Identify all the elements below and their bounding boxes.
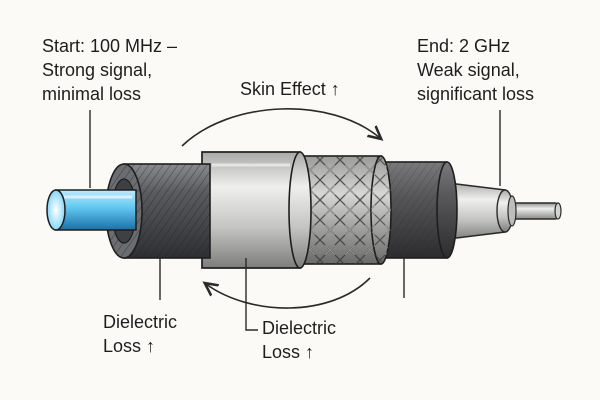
dielectric-left-line1: Dielectric: [103, 312, 178, 332]
leader-dielectric-right: [245, 258, 258, 331]
dielectric-right-line1: Dielectric: [262, 318, 337, 338]
metal-ferrule: [201, 151, 312, 269]
start-label: Start: 100 MHz – Strong signal, minimal …: [42, 34, 177, 106]
dielectric-left-line2: Loss ↑: [103, 336, 156, 356]
end-label-line2: Weak signal,: [417, 60, 520, 80]
start-label-line2: Strong signal,: [42, 60, 153, 80]
connector-pin: [511, 202, 562, 220]
skin-effect-arrow-top: [181, 108, 380, 147]
dielectric-loss-label-right: Dielectric Loss ↑: [262, 316, 336, 364]
end-label-line1: End: 2 GHz: [417, 36, 511, 56]
start-label-line3: minimal loss: [42, 84, 142, 104]
dielectric-insulator: [105, 163, 211, 259]
end-label: End: 2 GHz Weak signal, significant loss: [417, 34, 534, 106]
center-conductor: [46, 189, 137, 231]
end-label-line3: significant loss: [417, 84, 535, 104]
start-label-line1: Start: 100 MHz –: [42, 36, 178, 56]
skin-effect-label: Skin Effect ↑: [240, 79, 340, 99]
dielectric-arrow-bottom: [206, 277, 371, 309]
dielectric-loss-label-left: Dielectric Loss ↑: [103, 310, 177, 358]
dielectric-right-line2: Loss ↑: [262, 342, 315, 362]
